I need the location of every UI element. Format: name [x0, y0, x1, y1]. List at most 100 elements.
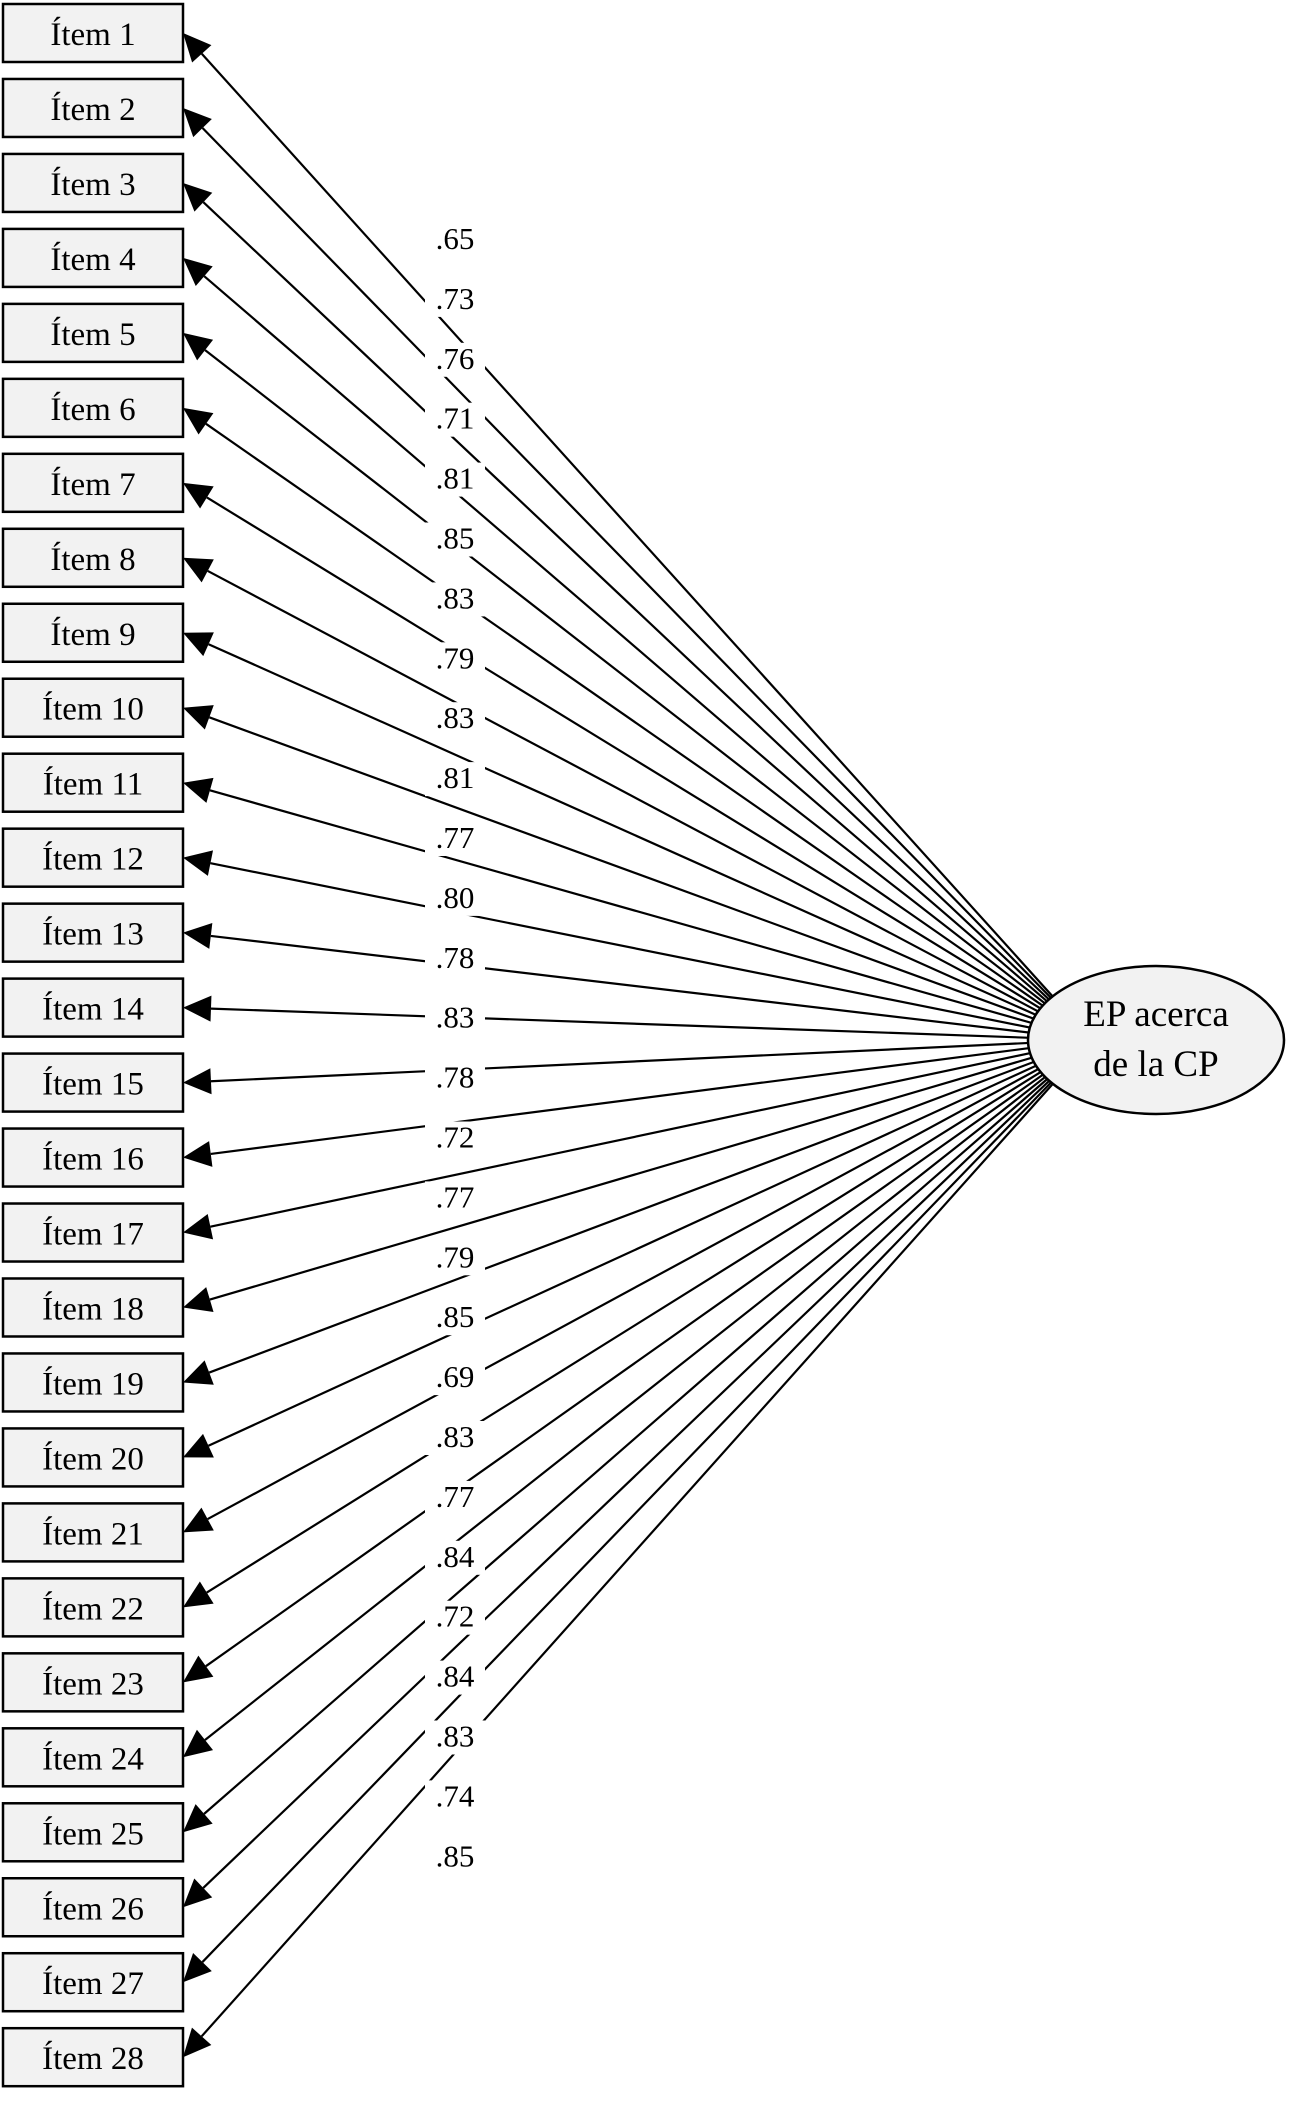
loading-path [205, 422, 1093, 1041]
loading-value: .85 [436, 1838, 475, 1873]
item-label: Ítem 4 [50, 241, 135, 278]
loading-value: .73 [436, 281, 475, 316]
item-label: Ítem 27 [42, 1965, 144, 2002]
loading-labels: .65.73.76.71.81.85.83.79.83.81.77.80.78.… [425, 221, 485, 1875]
loading-value: .80 [436, 880, 475, 915]
loading-label-bg [425, 1241, 485, 1276]
item-label: Ítem 26 [42, 1890, 144, 1927]
item-label: Ítem 25 [42, 1815, 144, 1852]
item-box [1, 377, 185, 439]
loading-path [209, 789, 1093, 1042]
loading-path [204, 1039, 1093, 1741]
item-label: Ítem 24 [42, 1740, 144, 1777]
arrowhead-icon [183, 1068, 212, 1095]
arrowhead-icon [183, 182, 213, 212]
item-box [1, 902, 185, 963]
item-label: Ítem 18 [42, 1290, 144, 1327]
item-box [1, 1877, 185, 1938]
arrowhead-icon [183, 923, 213, 949]
item-box [1, 2026, 185, 2088]
item-label: Ítem 7 [50, 466, 135, 503]
arrowhead-icon [183, 850, 214, 876]
arrowhead-icon [183, 407, 214, 435]
loading-path [207, 1039, 1093, 1521]
item-label: Ítem 21 [42, 1515, 144, 1552]
item-box [1, 152, 185, 214]
loading-path [204, 349, 1093, 1041]
loading-path [202, 1039, 1093, 1889]
loading-value: .83 [436, 700, 475, 735]
arrowhead-icon [183, 705, 214, 730]
item-label: Ítem 6 [50, 391, 135, 428]
item-box [1, 77, 185, 139]
item-label: Ítem 16 [42, 1141, 144, 1178]
loading-label-bg [425, 702, 485, 737]
item-box [1, 827, 185, 888]
arrowhead-icon [183, 995, 212, 1022]
item-label: Ítem 20 [42, 1440, 144, 1477]
arrowhead-icon [183, 1804, 213, 1833]
loading-value: .72 [436, 1120, 475, 1155]
loading-value: .79 [436, 1239, 475, 1274]
loading-label-bg [425, 342, 485, 377]
loading-label-bg [425, 582, 485, 617]
loading-label-bg [425, 642, 485, 677]
loading-value: .83 [436, 580, 475, 615]
arrowhead-icon [183, 1655, 214, 1683]
loading-label-bg [425, 941, 485, 976]
item-label: Ítem 2 [50, 91, 135, 128]
factor-label-line2: de la CP [1093, 1044, 1218, 1085]
arrowhead-icon [183, 1878, 213, 1908]
item-label: Ítem 9 [50, 616, 135, 653]
arrowhead-icon [183, 107, 212, 138]
loading-label-bg [425, 762, 485, 797]
loading-value: .85 [436, 521, 475, 556]
item-box [1, 602, 185, 664]
item-label: Ítem 5 [50, 316, 135, 353]
loading-label-bg [425, 1121, 485, 1156]
loading-label-bg [425, 1001, 485, 1036]
loading-path [210, 934, 1093, 1042]
item-box [1, 1277, 185, 1338]
loading-path [201, 127, 1093, 1041]
arrowhead-icon [183, 777, 214, 803]
item-label: Ítem 17 [42, 1216, 144, 1253]
item-box [1, 1802, 185, 1863]
item-box [1, 1502, 185, 1563]
arrowhead-icon [183, 1729, 214, 1758]
item-box [1, 1202, 185, 1263]
loading-value: .79 [436, 640, 475, 675]
loading-label-bg [425, 462, 485, 497]
item-label: Ítem 12 [42, 841, 144, 878]
loading-label-bg [425, 1361, 485, 1396]
loading-value: .84 [436, 1659, 475, 1694]
item-box [1, 452, 185, 514]
loading-path [203, 275, 1093, 1041]
loading-value: .77 [436, 1179, 475, 1214]
loading-path [210, 1038, 1093, 1083]
item-label: Ítem 22 [42, 1590, 144, 1627]
loading-label-bg [425, 522, 485, 557]
loading-value: .83 [436, 1419, 475, 1454]
item-label: Ítem 15 [42, 1066, 144, 1103]
loading-path [206, 1039, 1093, 1594]
loading-label-bg [425, 881, 485, 916]
loading-value: .83 [436, 1000, 475, 1035]
loading-label-bg [425, 822, 485, 856]
arrowhead-icon [183, 632, 214, 657]
item-box [1, 2, 185, 64]
loading-path [208, 716, 1093, 1042]
loading-value: .78 [436, 1060, 475, 1095]
loading-label-bg [425, 402, 485, 437]
loading-path [208, 1038, 1093, 1374]
loading-path [207, 569, 1093, 1041]
loading-value: .84 [436, 1539, 475, 1574]
loading-value: .81 [436, 461, 475, 496]
arrowhead-icon [183, 1953, 212, 1983]
item-box [1, 1352, 185, 1413]
arrowhead-icon [183, 1141, 213, 1167]
item-label: Ítem 1 [50, 16, 135, 53]
loading-label-bg [425, 1660, 485, 1695]
